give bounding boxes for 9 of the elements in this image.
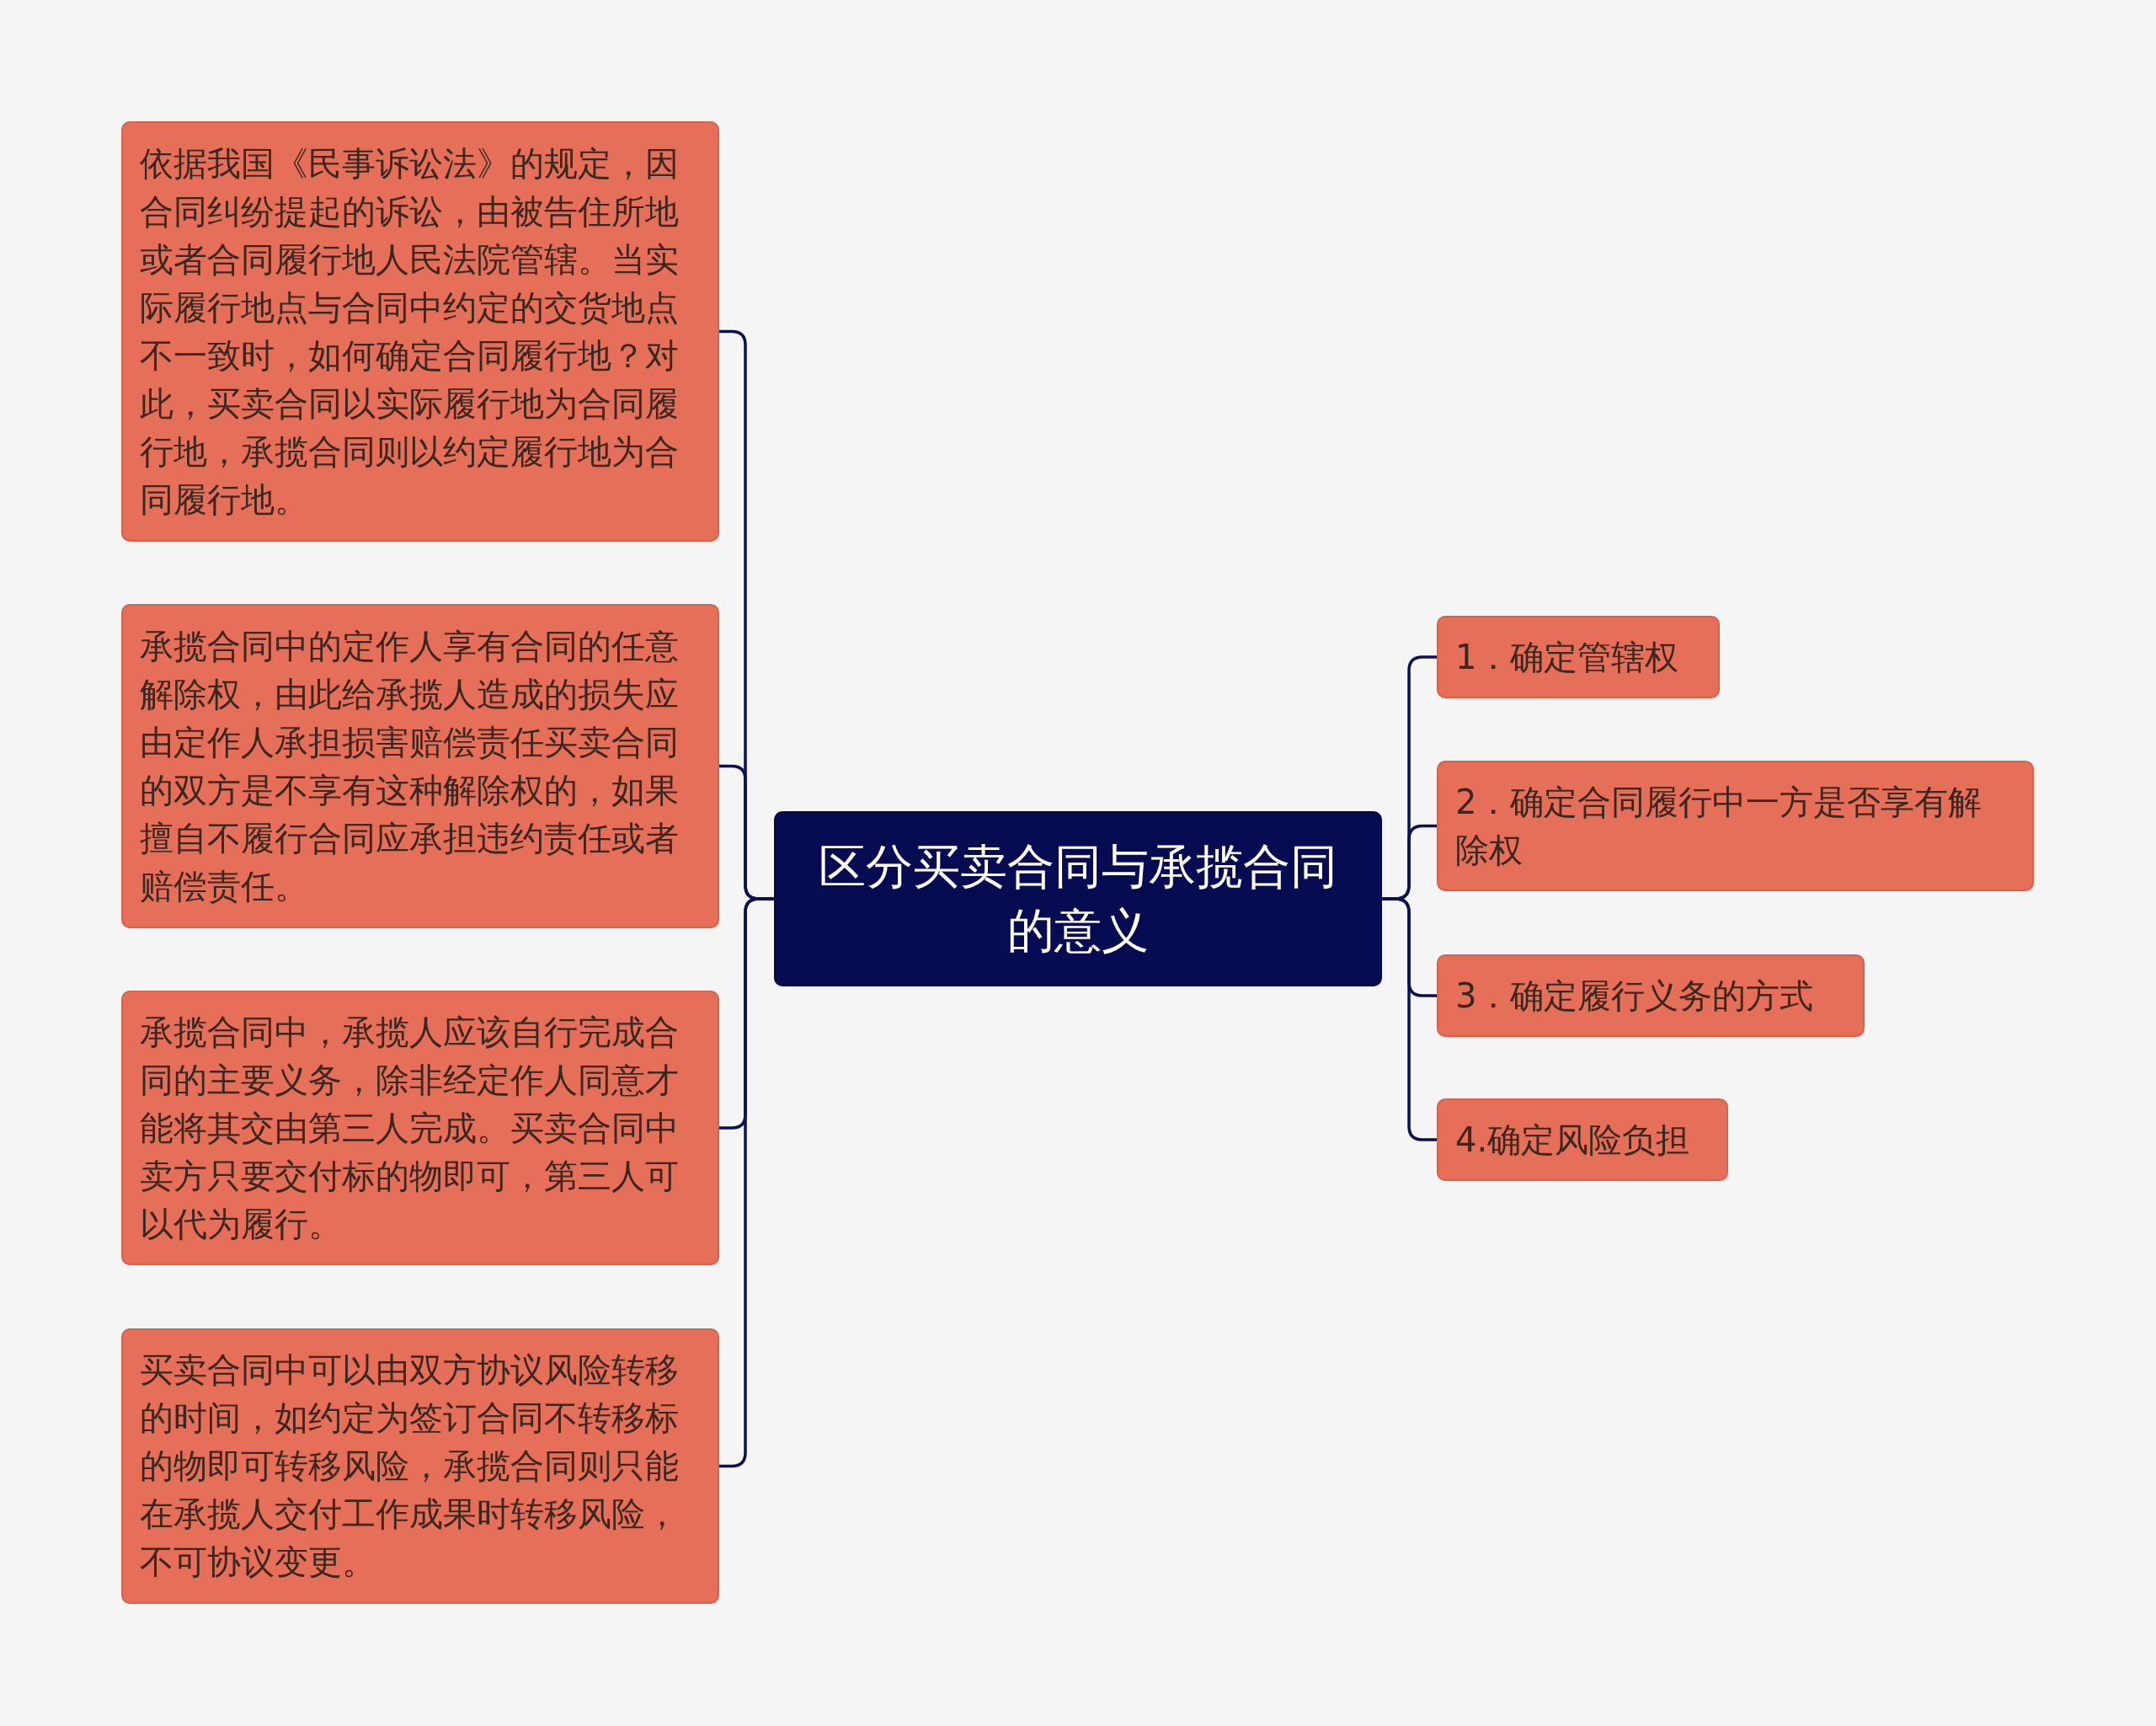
subtopic-box: 依据我国《民事诉讼法》的规定，因合同纠纷提起的诉讼，由被告住所地或者合同履行地人民法院管辖。当实际履行地点与合同中约定的交货地点不一致时，如何确定合同履行地？对此，买卖合同以实际履行地为合同履行地，承揽合同则以约定履行地为合同履行地。 bbox=[121, 121, 719, 542]
subtopic-box: 买卖合同中可以由双方协议风险转移的时间，如约定为签订合同不转移标的物即可转移风险，承揽合同则只能在承揽人交付工作成果时转移风险，不可协议变更。 bbox=[121, 1328, 719, 1604]
subtopic-box: 4.确定风险负担 bbox=[1437, 1098, 1728, 1181]
subtopic-box: 承揽合同中，承揽人应该自行完成合同的主要义务，除非经定作人同意才能将其交由第三人完成。买卖合同中卖方只要交付标的物即可，第三人可以代为履行。 bbox=[121, 991, 719, 1265]
topic-box: 区分买卖合同与承揽合同的意义 bbox=[774, 811, 1382, 986]
subtopic-box: 2．确定合同履行中一方是否享有解除权 bbox=[1437, 761, 2034, 891]
subtopic-box: 承揽合同中的定作人享有合同的任意解除权，由此给承揽人造成的损失应由定作人承担损害赔偿责任买卖合同的双方是不享有这种解除权的，如果擅自不履行合同应承担违约责任或者赔偿责任。 bbox=[121, 604, 719, 928]
subtopic-box: 3．确定履行义务的方式 bbox=[1437, 954, 1865, 1037]
subtopic-box: 1．确定管辖权 bbox=[1437, 616, 1720, 698]
